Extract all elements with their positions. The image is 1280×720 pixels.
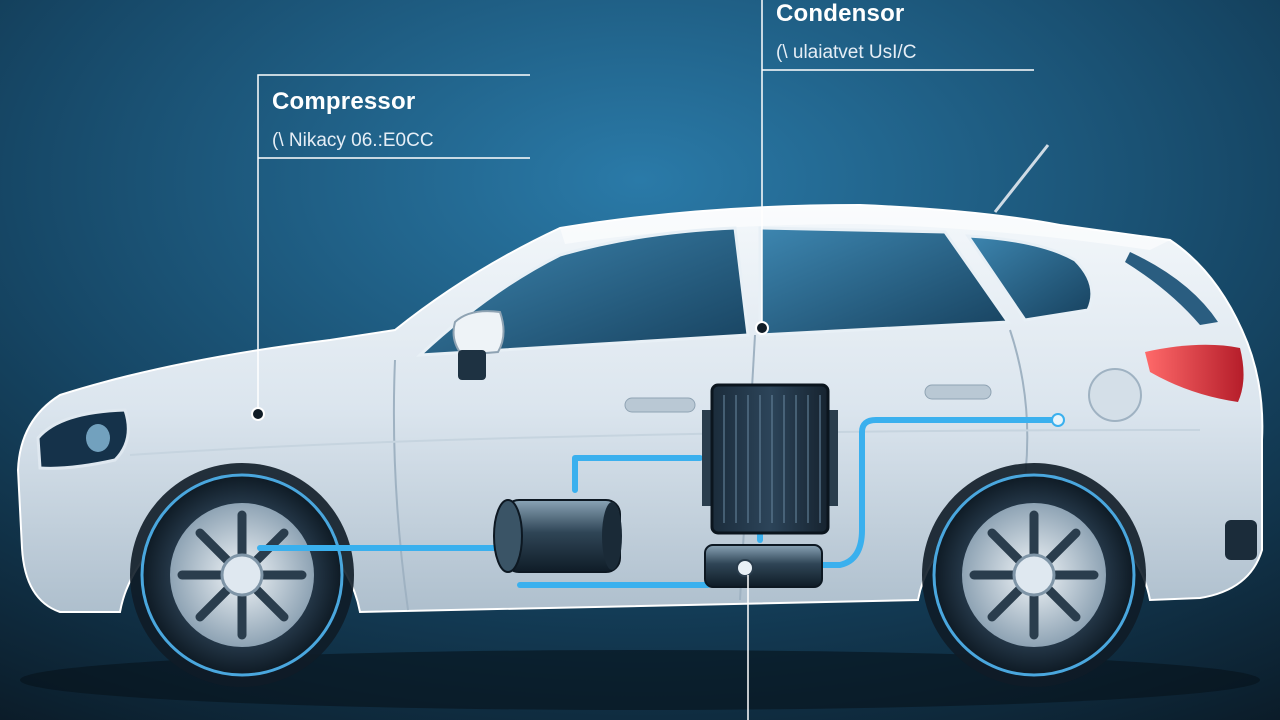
condenser-subtitle: (\ ulaiatvet UsI/C	[776, 42, 917, 63]
receiver-drier	[704, 544, 823, 588]
compressor-title: Compressor	[272, 88, 416, 115]
rear-wheel	[922, 463, 1146, 687]
tail-light	[1145, 344, 1244, 402]
compressor-unit	[493, 499, 622, 573]
rear-door-window	[758, 226, 1011, 337]
headlight	[36, 408, 130, 470]
compressor-leader	[257, 74, 530, 410]
compressor-callout: Compressor (\ Nikacy 06.:E0CC	[272, 88, 434, 152]
condenser-title: Condensor	[776, 0, 905, 27]
compressor-subtitle: (\ Nikacy 06.:E0CC	[272, 130, 434, 151]
side-mirror	[452, 310, 505, 357]
condenser-callout: Condensor (\ ulaiatvet UsI/C	[776, 0, 916, 64]
front-wheel	[130, 463, 354, 687]
fuel-cap	[1088, 368, 1142, 422]
condenser-leader	[761, 0, 1034, 325]
rear-quarter-window	[965, 234, 1094, 322]
condenser-unit	[702, 383, 838, 535]
